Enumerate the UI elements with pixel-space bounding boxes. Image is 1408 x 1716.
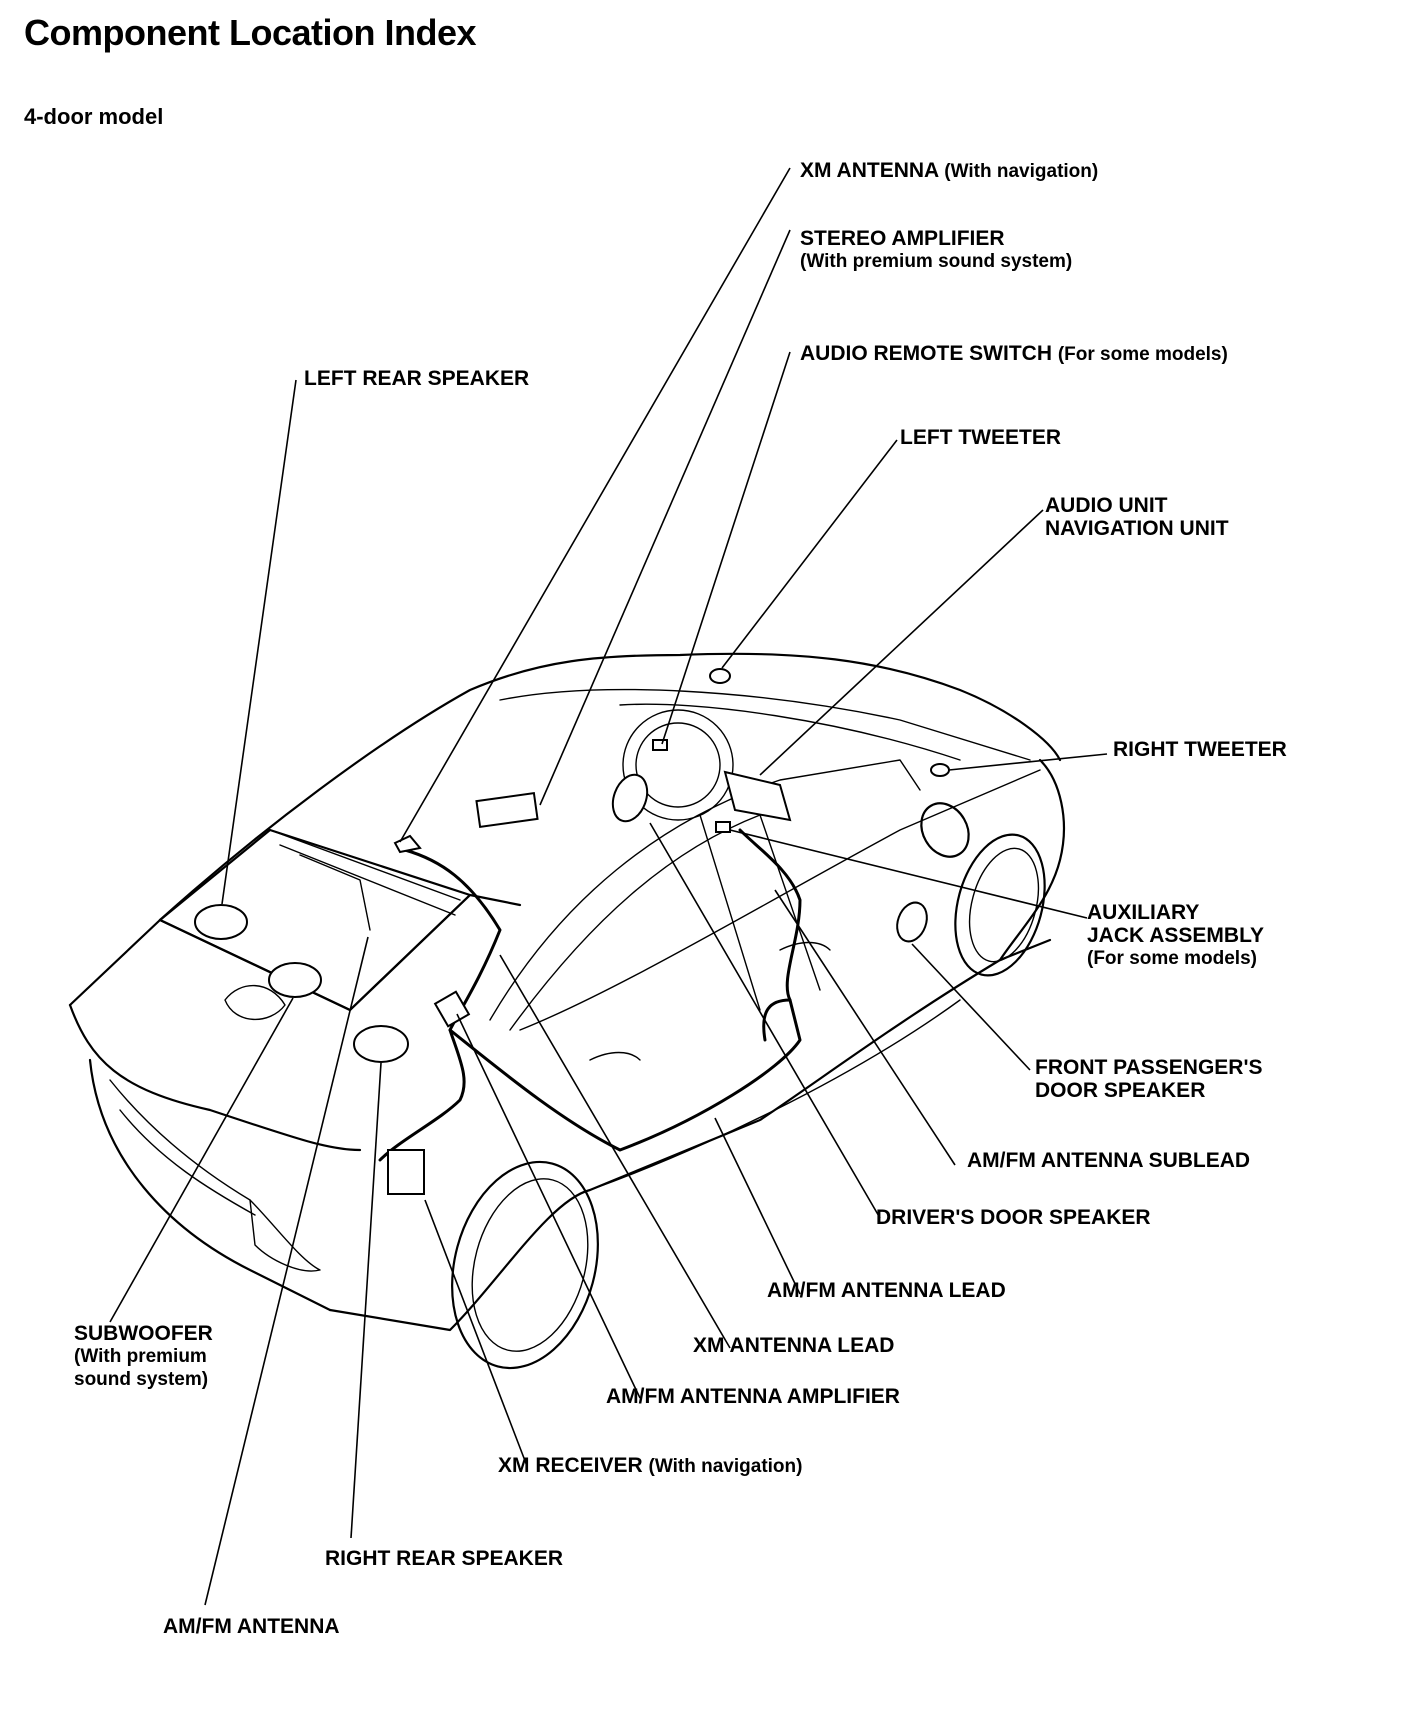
stereo-amplifier-note: (With premium sound system) [800, 251, 1073, 272]
left-rear-speaker-shape [194, 904, 248, 940]
auxiliary-jack-label-2: JACK ASSEMBLY [1087, 924, 1264, 947]
callout-amfm-antenna-lead: AM/FM ANTENNA LEAD [767, 1279, 1006, 1302]
callout-front-passenger-door-speaker: FRONT PASSENGER'S DOOR SPEAKER [1035, 1056, 1262, 1102]
drivers-door-speaker-label: DRIVER'S DOOR SPEAKER [876, 1206, 1151, 1229]
callout-amfm-antenna: AM/FM ANTENNA [163, 1615, 340, 1638]
callout-drivers-door-speaker: DRIVER'S DOOR SPEAKER [876, 1206, 1151, 1229]
stereo-amplifier-label: STEREO AMPLIFIER [800, 227, 1005, 250]
car-body [68, 652, 1066, 1370]
amfm-antenna-label: AM/FM ANTENNA [163, 1615, 340, 1638]
callout-xm-receiver: XM RECEIVER (With navigation) [498, 1454, 802, 1478]
audio-unit-label: AUDIO UNIT [1045, 494, 1168, 517]
audio-remote-switch-note: (For some models) [1057, 344, 1228, 365]
front-passenger-door-speaker-shape [896, 901, 928, 943]
audio-remote-switch-shape [652, 739, 668, 751]
right-tweeter-label: RIGHT TWEETER [1113, 738, 1287, 761]
xm-receiver-shape [387, 1149, 425, 1195]
front-passenger-door-speaker-label-1: FRONT PASSENGER'S [1035, 1056, 1263, 1079]
callout-amfm-antenna-amplifier: AM/FM ANTENNA AMPLIFIER [606, 1385, 900, 1408]
amfm-antenna-sublead-label: AM/FM ANTENNA SUBLEAD [967, 1149, 1251, 1172]
callout-right-rear-speaker: RIGHT REAR SPEAKER [325, 1547, 563, 1570]
subwoofer-note-1: (With premium [74, 1346, 207, 1367]
xm-antenna-shape [393, 834, 422, 854]
callout-stereo-amplifier: STEREO AMPLIFIER (With premium sound sys… [800, 227, 1072, 273]
xm-antenna-lead-label: XM ANTENNA LEAD [693, 1334, 895, 1357]
left-tweeter-shape [709, 668, 731, 684]
auxiliary-jack-note: (For some models) [1087, 948, 1257, 969]
subwoofer-label: SUBWOOFER [74, 1322, 213, 1345]
amfm-antenna-amplifier-shape [433, 990, 471, 1028]
xm-receiver-label: XM RECEIVER [498, 1454, 643, 1477]
subwoofer-shape [268, 962, 322, 998]
amfm-antenna-amplifier-label: AM/FM ANTENNA AMPLIFIER [606, 1385, 900, 1408]
wiring-harness [378, 828, 802, 1162]
callout-xm-antenna: XM ANTENNA (With navigation) [800, 159, 1098, 183]
front-passenger-door-speaker-label-2: DOOR SPEAKER [1035, 1079, 1206, 1102]
callout-left-rear-speaker: LEFT REAR SPEAKER [304, 367, 529, 390]
xm-antenna-note: (With navigation) [944, 161, 1099, 182]
callout-auxiliary-jack: AUXILIARY JACK ASSEMBLY (For some models… [1087, 901, 1264, 970]
auxiliary-jack-label-1: AUXILIARY [1087, 901, 1200, 924]
xm-antenna-label: XM ANTENNA [800, 159, 939, 182]
right-rear-speaker-label: RIGHT REAR SPEAKER [325, 1547, 564, 1570]
audio-remote-switch-label: AUDIO REMOTE SWITCH [800, 342, 1052, 365]
right-tweeter-shape [930, 763, 950, 777]
callout-audio-remote-switch: AUDIO REMOTE SWITCH (For some models) [800, 342, 1228, 366]
auxiliary-jack-shape [715, 821, 731, 833]
callout-right-tweeter: RIGHT TWEETER [1113, 738, 1287, 761]
stereo-amplifier-shape [475, 791, 539, 829]
navigation-unit-label: NAVIGATION UNIT [1045, 517, 1229, 540]
left-tweeter-label: LEFT TWEETER [900, 426, 1061, 449]
subwoofer-note-2: sound system) [74, 1369, 209, 1390]
components [194, 668, 950, 1195]
xm-receiver-note: (With navigation) [648, 1456, 803, 1477]
right-rear-speaker-shape [353, 1025, 409, 1063]
drivers-door-speaker-shape [611, 773, 649, 823]
page-title: Component Location Index [24, 12, 477, 53]
leader-lines [109, 167, 1108, 1606]
audio-unit-shape [723, 770, 792, 822]
callout-xm-antenna-lead: XM ANTENNA LEAD [693, 1334, 894, 1357]
left-rear-speaker-label: LEFT REAR SPEAKER [304, 367, 530, 390]
callout-audio-unit: AUDIO UNIT NAVIGATION UNIT [1045, 494, 1229, 540]
callout-subwoofer: SUBWOOFER (With premium sound system) [74, 1322, 213, 1391]
callout-left-tweeter: LEFT TWEETER [900, 426, 1061, 449]
page-subtitle: 4-door model [24, 104, 164, 129]
amfm-antenna-lead-label: AM/FM ANTENNA LEAD [767, 1279, 1006, 1302]
callout-amfm-antenna-sublead: AM/FM ANTENNA SUBLEAD [967, 1149, 1250, 1172]
